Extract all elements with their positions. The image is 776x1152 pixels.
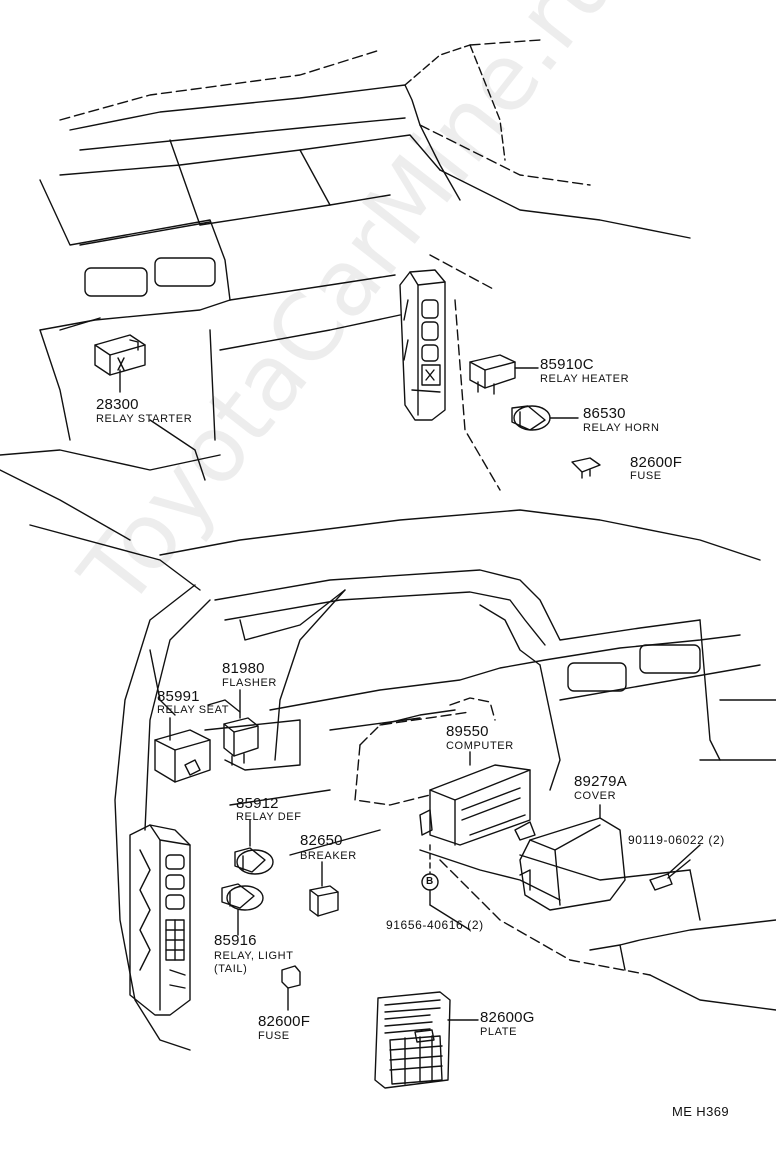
part-name: FUSE [258,1030,290,1042]
part-code: 82650 [300,832,343,849]
part-name: RELAY HORN [583,422,660,434]
relay-light-drawing [221,883,264,936]
bolt-drawing [649,859,691,891]
top-dashboard-drawing [0,39,691,541]
part-code: 86530 [583,405,626,422]
top-junction-block-drawing [399,269,446,421]
part-code: 90119-06022 (2) [628,833,725,847]
marker-b-drawing [421,844,439,906]
part-code: 82600F [258,1013,311,1030]
computer-drawing [419,751,536,846]
part-code: 81980 [222,660,265,677]
diagram-code: ME H369 [672,1104,729,1119]
relay-heater-drawing [469,354,539,395]
part-name: RELAY DEF [236,811,302,823]
flasher-drawing [223,689,259,766]
part-name: FUSE [630,470,662,482]
part-name: FLASHER [222,677,277,689]
relay-horn-drawing [511,405,579,431]
cover-drawing [519,804,626,911]
plate-drawing [374,991,479,1089]
breaker-drawing [309,861,339,917]
part-code: 82600F [630,454,683,471]
relay-starter-drawing [94,334,146,393]
part-name: PLATE [480,1026,518,1038]
part-name: RELAY STARTER [96,413,193,425]
part-name: RELAY SEAT [157,704,230,716]
part-code: 91656-40616 (2) [386,918,484,932]
leader-lines [207,699,701,931]
part-name: BREAKER [300,850,357,862]
part-name-2: (TAIL) [214,963,248,975]
part-code: 28300 [96,396,139,413]
left-junction-block-drawing [129,824,191,1016]
bottom-dashboard-drawing [29,509,776,1051]
part-name: COMPUTER [446,740,514,752]
part-code: 89550 [446,723,489,740]
part-name: RELAY HEATER [540,373,630,385]
part-code: 82600G [480,1009,535,1026]
part-code: 89279A [574,773,627,790]
part-code: 85912 [236,795,279,812]
part-code: 85916 [214,932,257,949]
relay-def-drawing [234,819,274,875]
marker-b-label: B [426,876,434,887]
bottom-fuse-drawing [281,965,301,1011]
top-fuse-drawing [571,457,601,479]
part-name: RELAY, LIGHT [214,950,294,962]
part-code: 85910C [540,356,594,373]
part-name: COVER [574,790,617,802]
relay-seat-drawing [154,717,211,783]
part-code: 85991 [157,688,200,705]
